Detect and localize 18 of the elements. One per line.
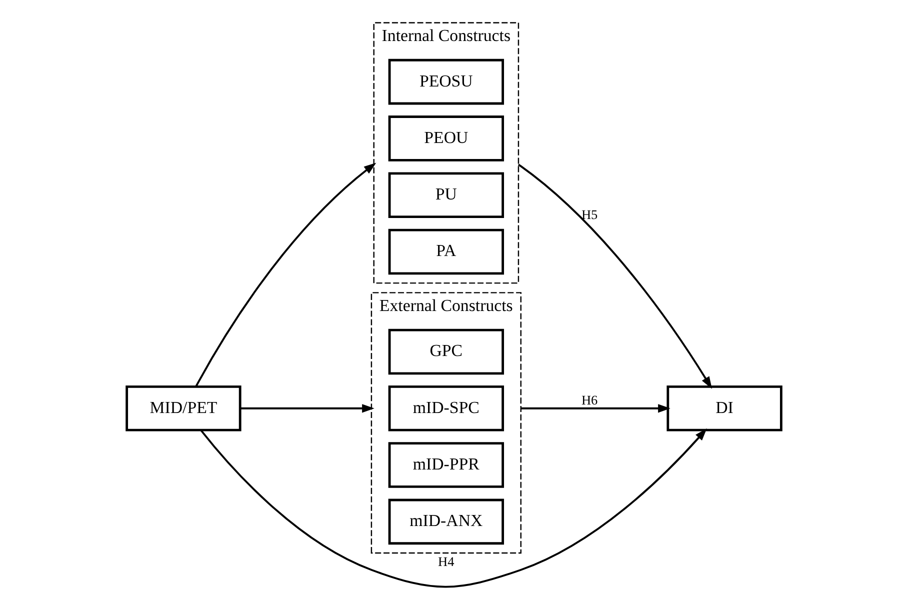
arrow [518, 164, 712, 389]
edge-label: H6 [581, 392, 598, 408]
node-box: mID-ANX [388, 498, 504, 545]
edge-label: H5 [581, 206, 598, 222]
arrow [200, 428, 707, 588]
node-box: PA [388, 228, 504, 275]
node-box: PU [388, 172, 504, 218]
node-box: GPC [388, 328, 504, 375]
node-box: MID/PET [126, 386, 242, 432]
arrow [520, 404, 670, 413]
edge-label: H4 [438, 554, 454, 570]
arrow [240, 404, 374, 413]
arrow [195, 162, 376, 387]
node-box: DI [666, 386, 782, 432]
node-box: mID-SPC [388, 386, 504, 432]
node-box: PEOU [388, 116, 504, 162]
node-box: mID-PPR [388, 442, 504, 488]
node-box: PEOSU [388, 58, 504, 105]
